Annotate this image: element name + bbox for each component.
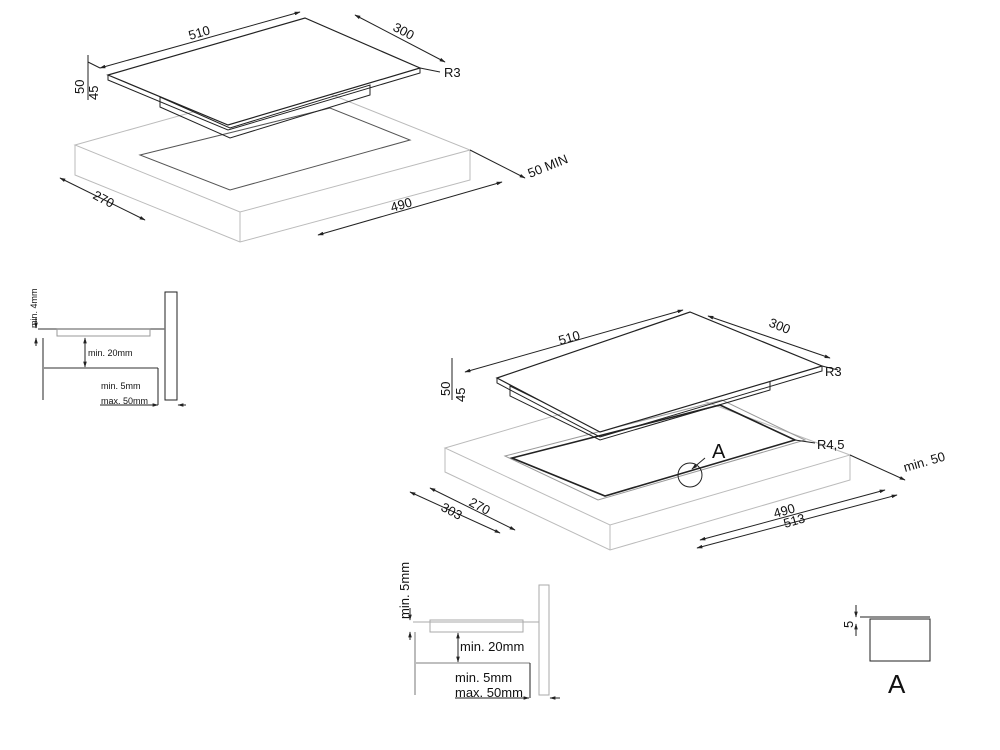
iso-view-bottom: 510 300 R3 50 45 R4,5 A min. 50 270 303 …: [409, 309, 947, 551]
iso-view-top: 510 300 R3 50 45 50 MIN 270 490: [59, 11, 570, 243]
dim-clearance-2: min. 50: [902, 449, 947, 475]
label-min-below-2: min. 20mm: [460, 639, 524, 654]
dim-depth: 300: [391, 19, 417, 42]
dim-height-total: 50: [72, 80, 87, 94]
section-view-left: min. 4mm min. 20mm min. 5mm max. 50mm: [29, 288, 186, 407]
detail-a-title: A: [888, 669, 906, 699]
dim-cutout-depth: 270: [91, 187, 117, 210]
detail-a-marker: [677, 462, 703, 488]
label-min-below: min. 20mm: [88, 348, 133, 358]
dim-cutout-radius: R4,5: [817, 437, 844, 452]
dim-width: 510: [187, 22, 212, 42]
dim-rebate-width: 513: [782, 510, 807, 530]
dim-height-body: 45: [86, 86, 101, 100]
detail-a-label: A: [712, 441, 726, 463]
detail-a: 5 A: [841, 605, 931, 699]
dim-cutout-width-2: 490: [772, 500, 797, 520]
label-min-wall: min. 5mm: [101, 381, 141, 391]
dim-radius: R3: [444, 65, 461, 80]
dim-cutout-depth-2: 270: [467, 494, 493, 517]
label-max-wall-2: max. 50mm: [455, 685, 523, 700]
label-min-wall-2: min. 5mm: [455, 670, 512, 685]
dim-height-body-2: 45: [453, 388, 468, 402]
label-min-top: min. 4mm: [29, 288, 39, 328]
detail-a-depth: 5: [841, 621, 856, 628]
dim-depth-2: 300: [767, 315, 793, 337]
hob: [106, 17, 422, 139]
dim-cutout-width: 490: [389, 194, 414, 214]
label-min-top-2: min. 5mm: [397, 562, 412, 619]
label-max-wall: max. 50mm: [101, 396, 148, 406]
dim-height-total-2: 50: [438, 382, 453, 396]
section-view-bottom: min. 5mm min. 20mm min. 5mm max. 50mm: [397, 562, 560, 700]
dim-radius-2: R3: [825, 364, 842, 379]
dim-width-2: 510: [557, 327, 582, 347]
dim-clearance: 50 MIN: [526, 151, 570, 181]
dimensions-top: 510 300 R3 50 45 50 MIN 270 490: [59, 11, 570, 236]
